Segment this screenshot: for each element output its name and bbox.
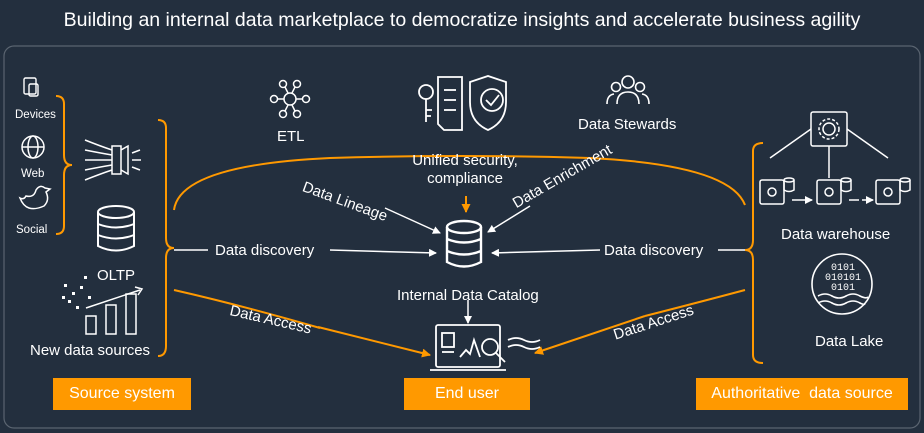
scatter-dots-icon — [62, 276, 91, 309]
security-icon — [418, 75, 507, 131]
diagram-title: Building an internal data marketplace to… — [63, 9, 861, 31]
bird-icon — [18, 185, 52, 210]
etl-network-icon — [269, 79, 311, 119]
devices-icon — [23, 77, 39, 97]
binary-line-1: 0101 — [830, 263, 855, 274]
devices-label: Devices — [15, 109, 56, 121]
data-stewards-label: Data Stewards — [578, 116, 677, 133]
authoritative-brace — [744, 142, 764, 364]
binary-digits: 0101 010101 0101 — [823, 264, 863, 294]
data-streams-icon — [84, 139, 141, 181]
bottom-arc-left — [173, 289, 321, 329]
social-label: Social — [16, 224, 48, 236]
data-discovery-left-label: Data discovery — [215, 242, 315, 259]
diagram-panel — [3, 45, 921, 429]
internal-data-catalog-label: Internal Data Catalog — [397, 287, 539, 304]
data-lake-label: Data Lake — [815, 333, 884, 350]
oltp-database-icon — [97, 205, 135, 252]
analytics-monitor-icon — [430, 324, 541, 371]
data-stewards-icon — [606, 75, 650, 105]
security-line-2: compliance — [427, 170, 503, 187]
discovery-left-arrow — [329, 248, 437, 257]
top-arc — [173, 155, 746, 211]
source-brace — [157, 119, 175, 357]
globe-icon — [21, 135, 45, 159]
oltp-label: OLTP — [97, 267, 136, 284]
binary-line-2: 010101 — [824, 273, 861, 284]
source-system-badge: Source system — [53, 378, 191, 410]
binary-line-3: 0101 — [830, 283, 855, 294]
end-user-badge: End user — [404, 378, 530, 410]
bottom-arc-right — [644, 289, 746, 317]
data-lake-icon — [811, 253, 873, 315]
new-data-sources-label: New data sources — [30, 342, 151, 359]
data-warehouse-label: Data warehouse — [781, 226, 891, 243]
security-compliance-label: Unified security, compliance — [400, 152, 530, 188]
data-discovery-right-label: Data discovery — [604, 242, 704, 259]
discovery-right-arrow — [491, 248, 601, 257]
warehouse-icon — [759, 111, 911, 205]
web-label: Web — [21, 168, 45, 180]
authoritative-data-source-badge: Authoritative data source — [696, 378, 908, 410]
etl-label: ETL — [277, 128, 305, 145]
enrichment-arrow — [487, 205, 531, 233]
access-left-arrow — [317, 326, 431, 358]
new-sources-icon — [85, 286, 144, 335]
access-right-arrow — [534, 315, 646, 355]
security-line-1: Unified security, — [412, 152, 518, 169]
catalog-database-icon — [445, 219, 483, 268]
devices-brace — [55, 95, 73, 235]
lineage-arrow — [384, 207, 441, 234]
